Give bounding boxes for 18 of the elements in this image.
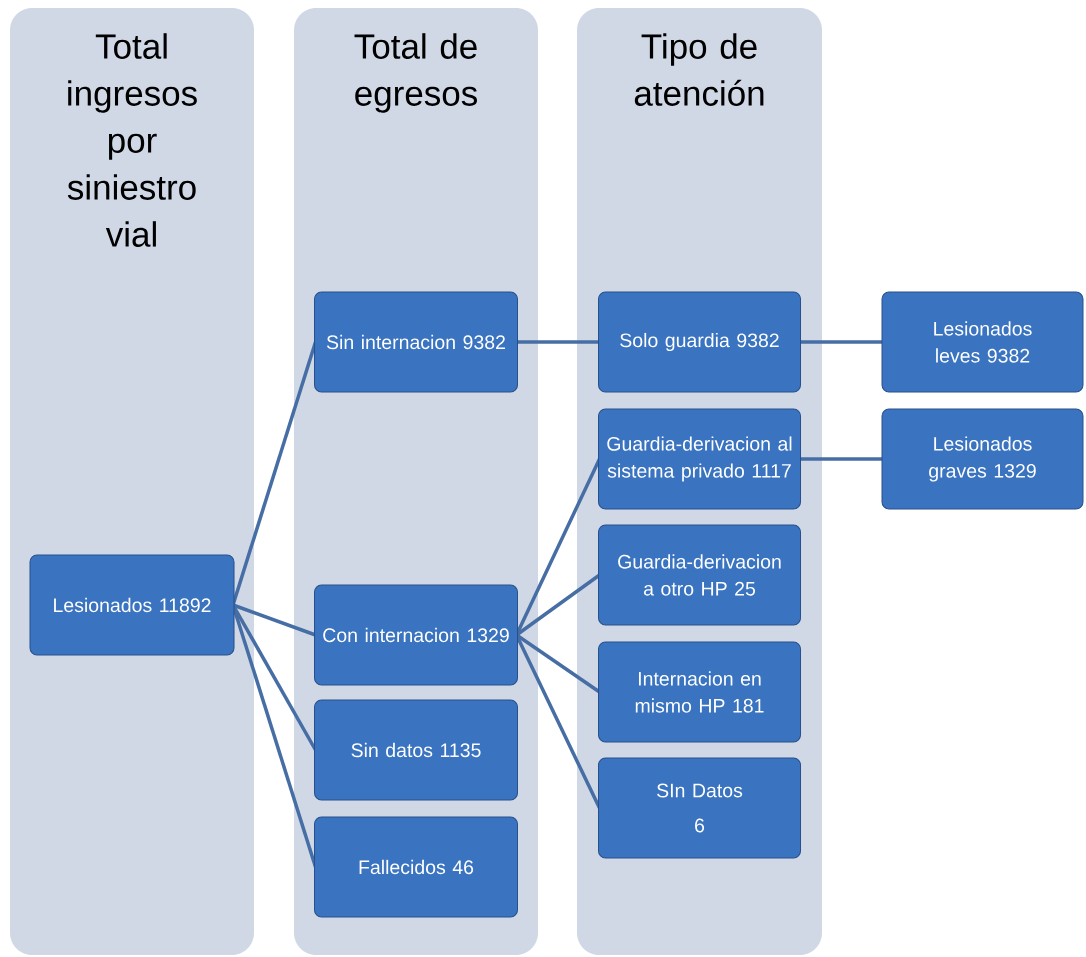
- process-box: Lesionados 11892: [29, 554, 235, 656]
- process-box: Fallecidos 46: [314, 816, 518, 918]
- process-box: Con internacion 1329: [314, 584, 518, 686]
- connector-line: [515, 633, 601, 694]
- connector-line: [516, 340, 600, 344]
- process-box: Lesionados leves 9382: [881, 291, 1084, 393]
- connector-line: [515, 573, 601, 637]
- process-box: Lesionados graves 1329: [881, 408, 1084, 510]
- process-box: Sin internacion 9382: [314, 291, 518, 393]
- process-box: Internacion en mismo HP 181: [598, 641, 801, 743]
- process-box: SIn Datos 6: [598, 757, 801, 859]
- connector-line: [799, 340, 883, 344]
- process-box: Solo guardia 9382: [598, 291, 801, 393]
- connector-line: [232, 603, 317, 637]
- process-box: Guardia-derivacion a otro HP 25: [598, 524, 801, 626]
- process-box: Sin datos 1135: [314, 699, 518, 801]
- process-box: Guardia-derivacion al sistema privado 1117: [598, 408, 801, 510]
- connector-line: [799, 457, 883, 461]
